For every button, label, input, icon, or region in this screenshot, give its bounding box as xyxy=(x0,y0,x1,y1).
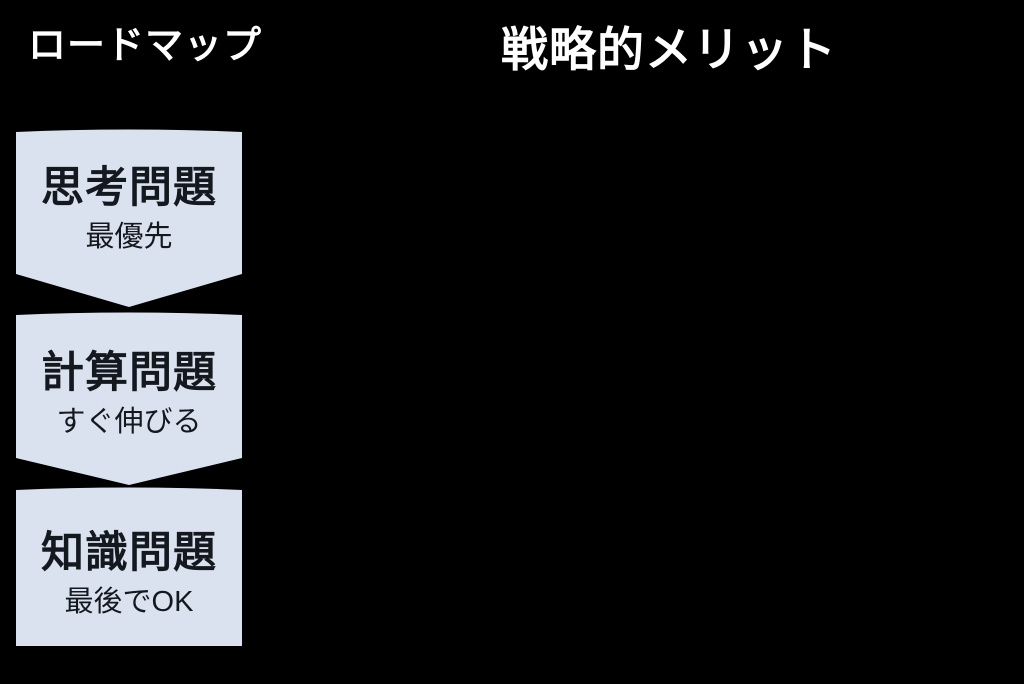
step-title: 思考問題 xyxy=(41,163,217,212)
roadmap-step-thinking: 思考問題 最優先 xyxy=(16,128,242,307)
step-text: 計算問題 すぐ伸びる xyxy=(16,311,242,468)
merits-heading: 戦略的メリット xyxy=(501,23,837,76)
step-title: 計算問題 xyxy=(41,349,217,397)
step-text: 思考問題 最優先 xyxy=(16,128,242,282)
step-text: 知識問題 最後でOK xyxy=(16,486,242,654)
roadmap-steps: 思考問題 最優先 計算問題 すぐ伸びる 知識問題 最後でOK xyxy=(16,128,242,648)
roadmap-step-knowledge: 知識問題 最後でOK xyxy=(16,486,242,646)
roadmap-step-calculation: 計算問題 すぐ伸びる xyxy=(16,311,242,485)
roadmap-heading: ロードマップ xyxy=(28,25,263,67)
step-subtitle: すぐ伸びる xyxy=(56,406,202,438)
step-subtitle: 最優先 xyxy=(85,220,173,253)
banner-shape xyxy=(16,487,242,646)
step-subtitle: 最後でOK xyxy=(64,585,194,618)
chevron-banner-shape xyxy=(16,312,242,485)
step-title: 知識問題 xyxy=(41,528,217,577)
chevron-banner-shape xyxy=(16,129,242,307)
